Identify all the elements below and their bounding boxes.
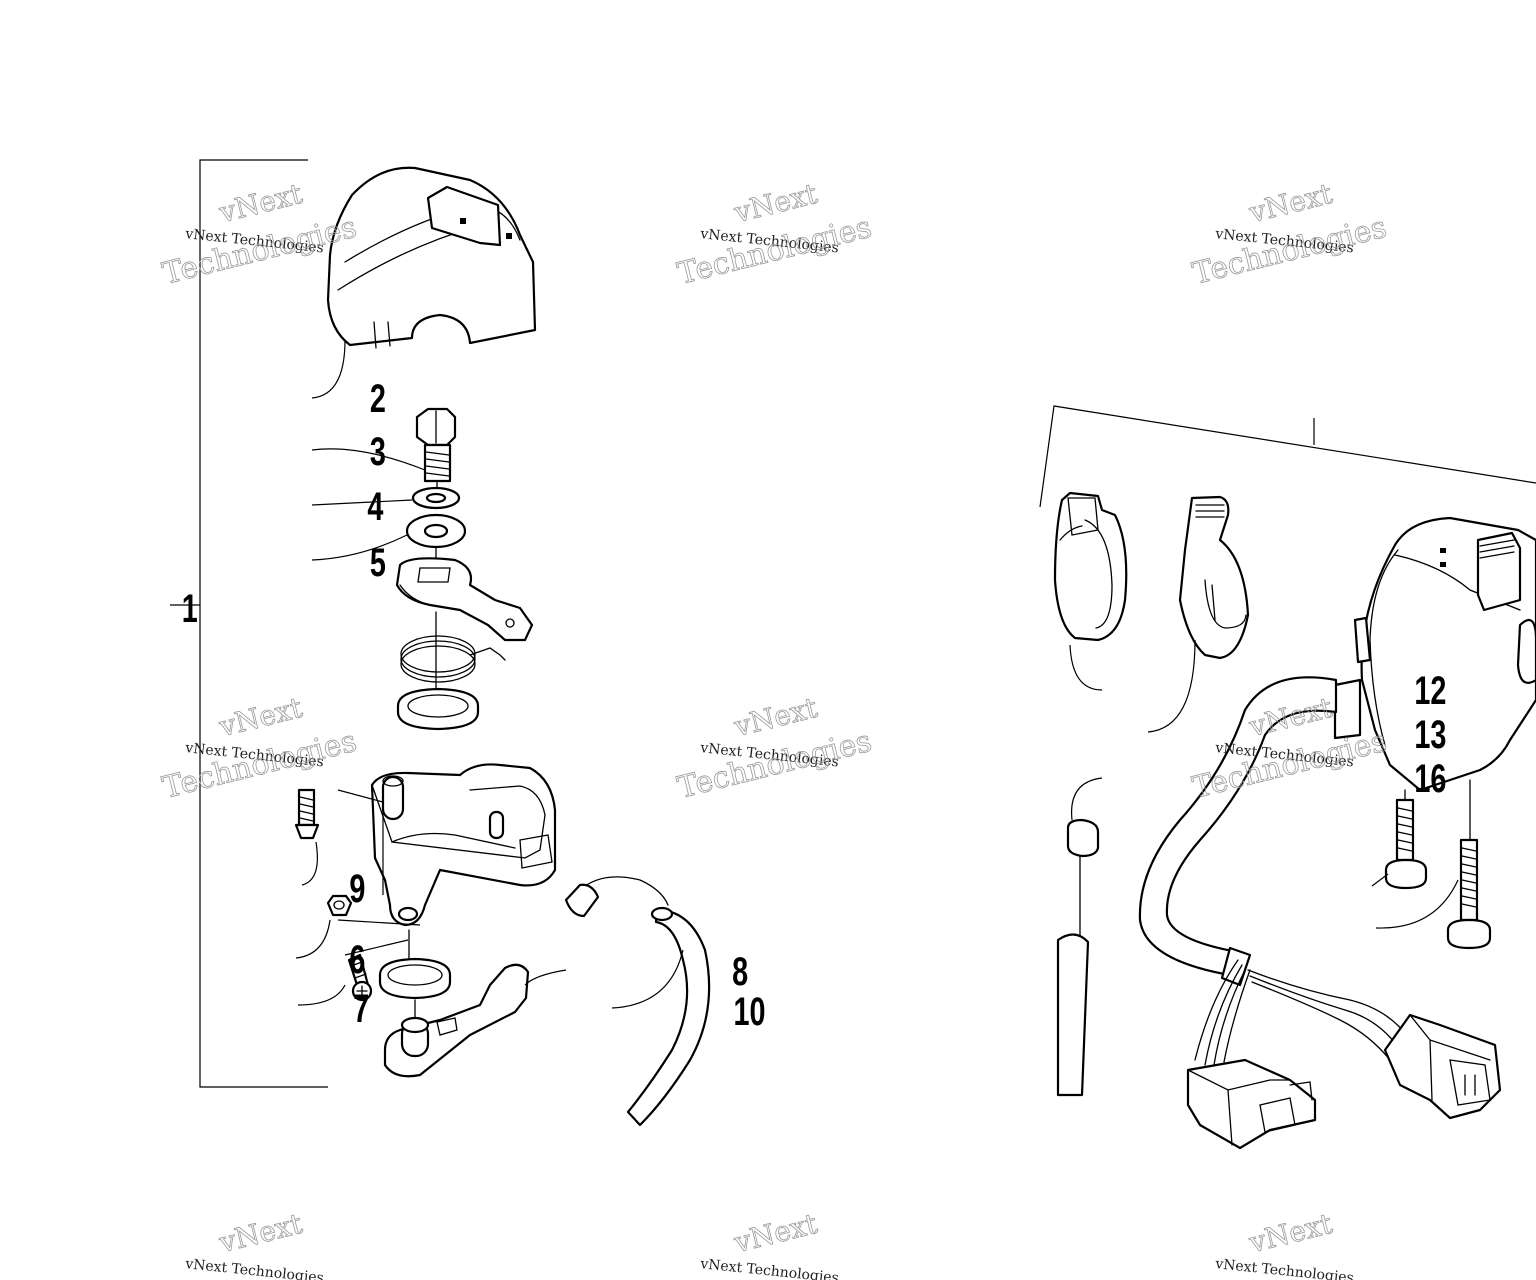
watermark: vNext Technologies vNext xyxy=(184,1206,325,1280)
callout-5: 5 xyxy=(370,540,386,585)
watermark: vNext Technologies vNext Technologies xyxy=(674,176,876,292)
watermark-outline-1: vNext xyxy=(730,691,821,744)
watermark: vNext Technologies vNext xyxy=(1214,1206,1355,1280)
callout-6: 6 xyxy=(349,937,365,982)
clamp-ring-part xyxy=(1053,491,1128,642)
callout-9: 9 xyxy=(349,866,365,911)
watermark-outline-1: vNext xyxy=(215,691,306,744)
watermark: vNext Technologies vNext Technologies xyxy=(674,690,876,806)
callout-2: 2 xyxy=(370,376,386,421)
watermark-small: vNext Technologies xyxy=(184,1256,325,1280)
watermark-outline-2: Technologies xyxy=(1189,724,1390,806)
callout-8: 8 xyxy=(732,949,748,994)
assembly-bracket-11 xyxy=(1039,405,1536,508)
assembly-bracket-1 xyxy=(170,159,328,1088)
cable-end-part xyxy=(1056,818,1100,1097)
watermark-outline-1: vNext xyxy=(215,1207,306,1260)
watermark-outline-2: Technologies xyxy=(674,210,875,292)
screw-14-part xyxy=(1384,798,1428,890)
housing-cover-part xyxy=(326,166,537,349)
lock-washer-part xyxy=(411,486,461,510)
callout-4: 4 xyxy=(367,484,384,529)
throttle-arm-part xyxy=(395,557,534,642)
watermark: vNext Technologies vNext Technologies xyxy=(159,690,361,806)
throttle-lever-part xyxy=(383,963,530,1078)
callout-1: 1 xyxy=(182,586,198,631)
watermark-outline-2: Technologies xyxy=(1189,210,1390,292)
callout-16: 16 xyxy=(1414,756,1446,801)
watermark-outline-1: vNext xyxy=(730,177,821,230)
flat-washer-part xyxy=(405,513,467,561)
watermark-outline-1: vNext xyxy=(215,177,306,230)
screw-7-part xyxy=(347,953,373,1002)
watermark-outline-1: vNext xyxy=(730,1207,821,1260)
callout-7: 7 xyxy=(353,986,369,1031)
watermark-outline-2: Technologies xyxy=(674,724,875,806)
callout-13: 13 xyxy=(1414,712,1446,757)
watermark: vNext Technologies vNext xyxy=(699,1206,840,1280)
switch-lever-part xyxy=(1178,495,1250,660)
callouts: 1 2 3 4 5 6 7 8 9 10 11 12 13 14 15 16 xyxy=(182,376,1447,1034)
torsion-spring-part xyxy=(400,611,506,701)
wiring-harness-part xyxy=(1138,676,1411,1066)
watermark-outline-2: Technologies xyxy=(159,724,360,806)
callout-3: 3 xyxy=(370,429,386,474)
seal-ring-part xyxy=(396,687,480,731)
callout-12: 12 xyxy=(1414,668,1446,713)
connector-left-part xyxy=(1186,1058,1317,1150)
throttle-cable-part xyxy=(564,876,711,1127)
watermark-small: vNext Technologies xyxy=(1214,1256,1355,1280)
watermark-outline-1: vNext xyxy=(1245,177,1336,230)
connector-right-part xyxy=(1383,1013,1502,1120)
nut-part xyxy=(326,894,353,917)
throttle-housing-part xyxy=(370,763,557,927)
bolt-part xyxy=(415,407,457,493)
leader-lines xyxy=(295,339,1459,1009)
switch-housing-part xyxy=(1333,516,1536,841)
watermark-outline-1: vNext xyxy=(1245,1207,1336,1260)
watermark-small: vNext Technologies xyxy=(699,1256,840,1280)
watermark: vNext Technologies vNext Technologies xyxy=(1189,176,1391,292)
callout-10: 10 xyxy=(733,989,765,1034)
lower-seal-part xyxy=(378,929,452,1000)
screw-15-part xyxy=(1446,838,1492,950)
screw-9-part xyxy=(294,788,320,840)
